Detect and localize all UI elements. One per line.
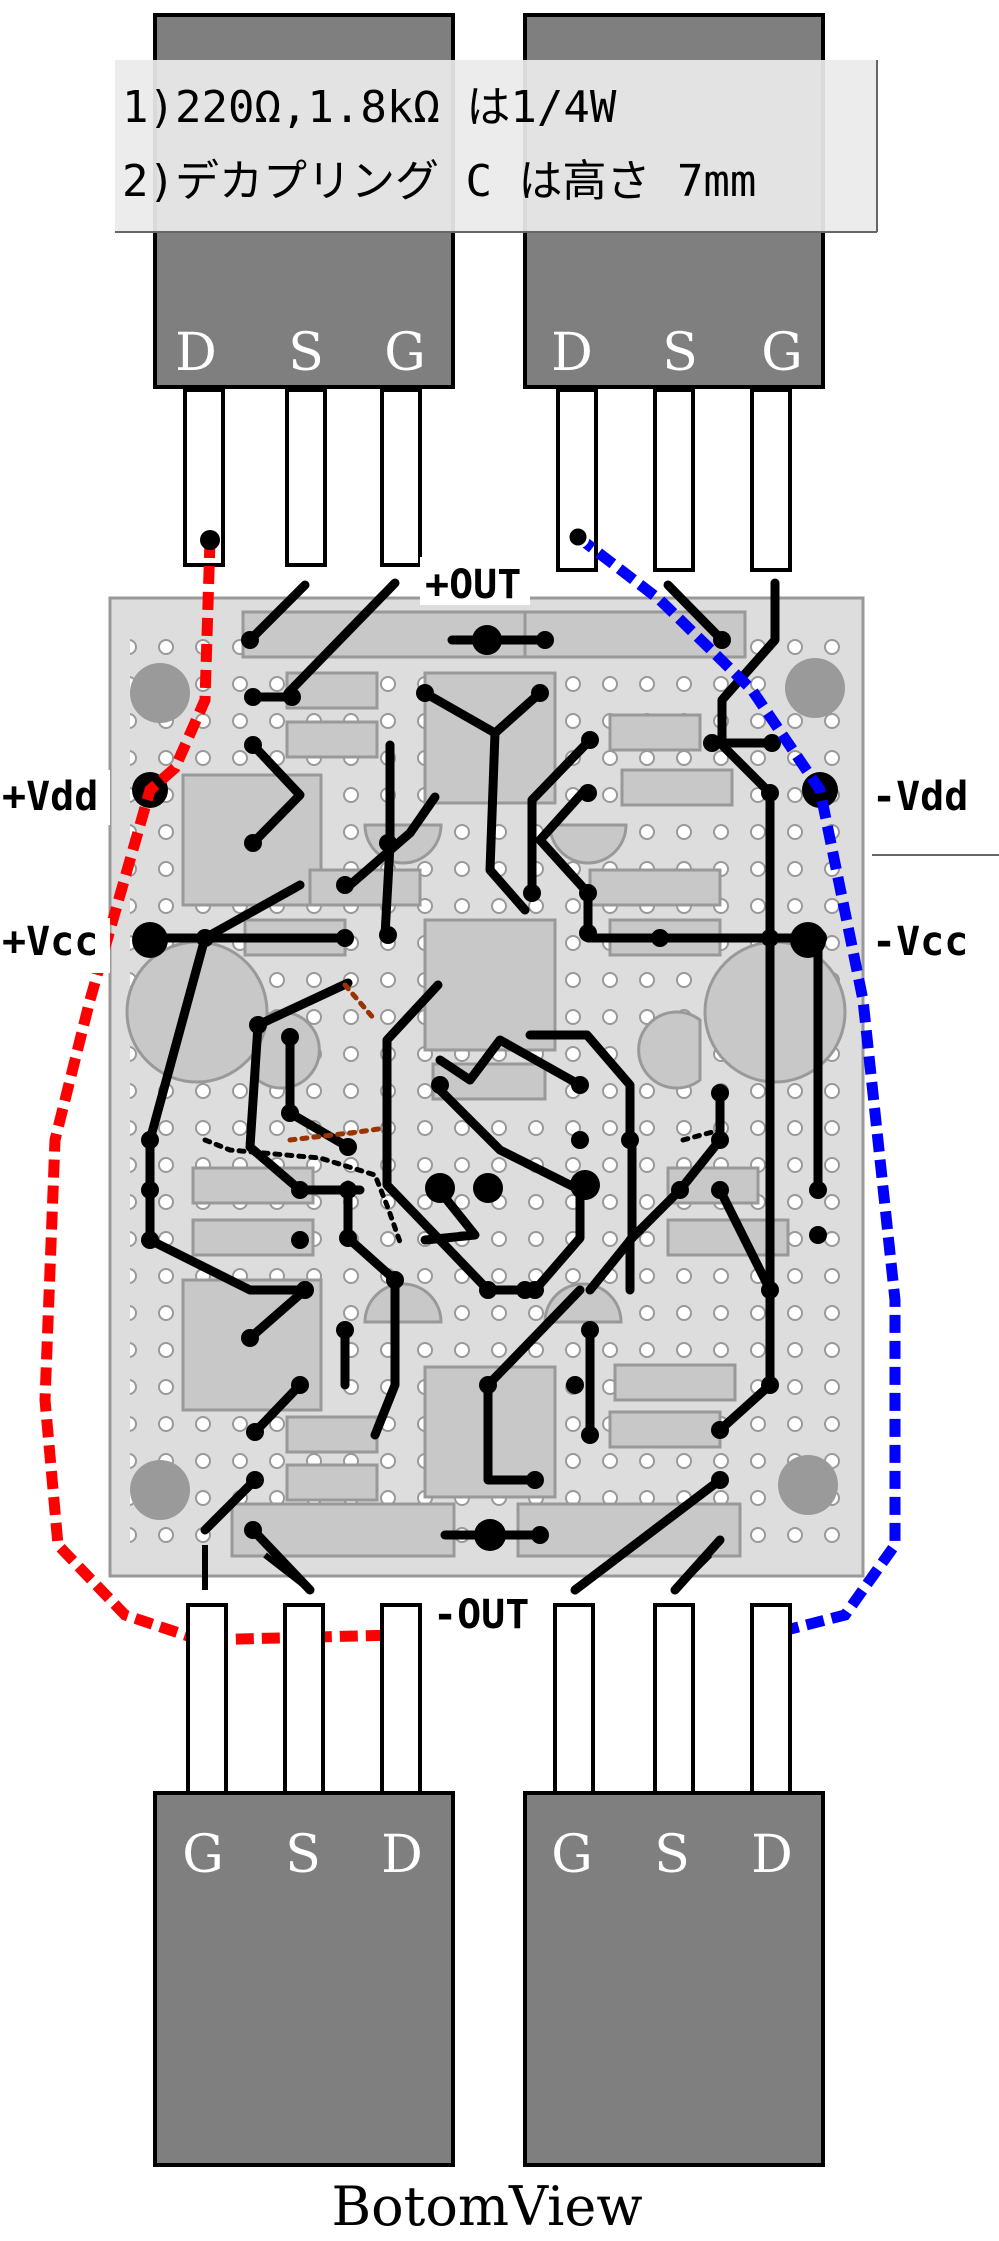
minus-out-label: -OUT xyxy=(433,1592,529,1638)
mounting-hole xyxy=(778,1455,838,1515)
note-line-1: 1)220Ω,1.8kΩ は1/4W xyxy=(122,82,617,133)
bottom-right-transistor: G S D xyxy=(523,1603,825,2167)
pin-label: G xyxy=(551,1825,593,1885)
minus-vcc-label: -Vcc xyxy=(872,919,968,965)
note-line-2: 2)デカプリング C は高さ 7mm xyxy=(122,156,756,207)
pin-label: S xyxy=(285,1825,321,1885)
mounting-hole xyxy=(130,663,190,723)
mounting-hole xyxy=(785,658,845,718)
pin-label: G xyxy=(384,323,426,383)
plus-out-label: +OUT xyxy=(425,562,521,608)
plus-vcc-label: +Vcc xyxy=(2,919,98,965)
plus-vdd-label: +Vdd xyxy=(2,774,98,820)
jumper-wires xyxy=(202,982,723,1245)
pin-label: S xyxy=(288,323,324,383)
pads xyxy=(132,625,838,1551)
notes-box: 1)220Ω,1.8kΩ は1/4W 2)デカプリング C は高さ 7mm xyxy=(115,60,878,233)
minus-vdd-label: -Vdd xyxy=(872,774,968,820)
bottom-left-transistor: G S D xyxy=(153,1603,455,2167)
pin-label: D xyxy=(551,323,593,383)
pin-label: D xyxy=(381,1825,423,1885)
pin-label: D xyxy=(751,1825,793,1885)
leg-wires xyxy=(202,1545,713,1593)
mounting-hole xyxy=(130,1460,190,1520)
pin-label: S xyxy=(662,323,698,383)
net-labels: +OUT -OUT +Vdd +Vcc -Vdd -Vcc xyxy=(0,557,999,1640)
pin-label: G xyxy=(761,323,803,383)
pin-label: G xyxy=(182,1825,224,1885)
caption: BotomView xyxy=(331,2175,642,2238)
pin-label: S xyxy=(654,1825,690,1885)
pin-label: D xyxy=(175,323,217,383)
